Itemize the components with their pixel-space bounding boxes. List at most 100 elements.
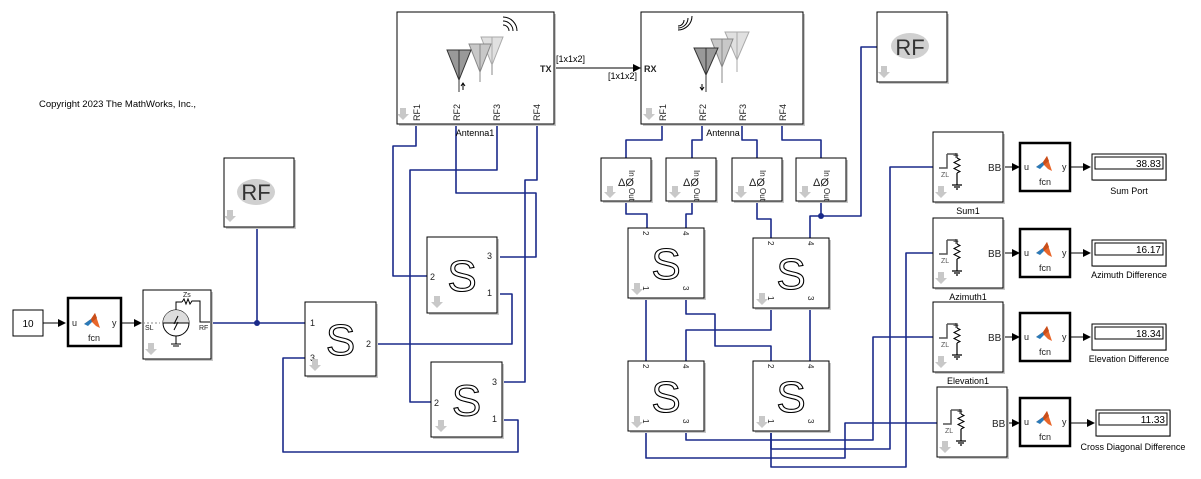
svg-text:fcn: fcn xyxy=(1039,432,1051,442)
svg-text:1: 1 xyxy=(487,288,492,298)
svg-text:Out: Out xyxy=(822,188,831,202)
antenna-array-icon xyxy=(677,15,750,92)
svg-text:ZL: ZL xyxy=(945,428,953,435)
rf-config-block[interactable]: RF xyxy=(876,11,949,84)
matlab-fcn-block[interactable]: u y fcn xyxy=(1018,396,1072,448)
svg-text:u: u xyxy=(1024,332,1029,342)
svg-text:Zs: Zs xyxy=(183,292,191,299)
svg-text:4: 4 xyxy=(806,241,815,246)
svg-text:fcn: fcn xyxy=(1039,177,1051,187)
svg-text:Out: Out xyxy=(627,188,636,202)
display-block[interactable]: 18.34 xyxy=(1091,323,1167,351)
display-value: 11.33 xyxy=(1141,415,1166,426)
svg-text:S: S xyxy=(651,240,680,289)
svg-text:fcn: fcn xyxy=(1039,347,1051,357)
display-block[interactable]: 11.33 xyxy=(1095,409,1171,437)
svg-text:y: y xyxy=(1062,332,1067,342)
antenna-array-icon xyxy=(446,16,518,92)
svg-text:S: S xyxy=(651,373,680,422)
receiver-name: Azimuth1 xyxy=(949,292,987,302)
svg-text:3: 3 xyxy=(487,251,492,261)
svg-text:BB: BB xyxy=(988,333,1002,344)
rf-wire-ps1 xyxy=(625,201,648,228)
rf-wire-ant1rf4 xyxy=(504,124,538,383)
display-value: 38.83 xyxy=(1136,159,1161,170)
svg-text:1: 1 xyxy=(766,296,775,301)
svg-text:RF4: RF4 xyxy=(532,104,542,121)
receiver-name: Sum1 xyxy=(956,206,980,216)
svg-text:fcn: fcn xyxy=(88,333,100,343)
svg-text:RX: RX xyxy=(644,64,657,74)
rf-wire-sb1-sc4 xyxy=(685,306,772,361)
svg-text:ZL: ZL xyxy=(941,258,949,265)
svg-text:BB: BB xyxy=(992,419,1006,430)
rf-signal-source-block[interactable]: Zs SL RF xyxy=(142,289,213,361)
svg-text:In: In xyxy=(627,170,636,177)
rf-receiver-block[interactable]: ZL BB xyxy=(932,301,1005,374)
tx-dim-label: [1x1x2] xyxy=(556,54,585,64)
rf-wire-rxrf2 xyxy=(691,124,703,158)
svg-text:y: y xyxy=(112,318,117,328)
svg-text:4: 4 xyxy=(806,364,815,369)
svg-text:ZL: ZL xyxy=(941,172,949,179)
svg-text:RF1: RF1 xyxy=(658,104,668,121)
tx-antenna-block[interactable]: TX RF1 RF2 RF3 RF4 Antenna1 xyxy=(396,11,556,138)
rf-config-block[interactable]: RF xyxy=(223,157,296,229)
constant-block[interactable]: 10 xyxy=(12,309,44,337)
svg-text:y: y xyxy=(1062,248,1067,258)
svg-text:y: y xyxy=(1062,417,1067,427)
svg-text:ZL: ZL xyxy=(941,342,949,349)
svg-text:3: 3 xyxy=(492,377,497,387)
svg-text:RF3: RF3 xyxy=(492,104,502,121)
rf-receiver-block[interactable]: ZL BB xyxy=(936,386,1009,459)
rx-antenna-block[interactable]: RX RF1 RF2 RF3 RF4 Antenna xyxy=(640,11,805,138)
svg-text:S: S xyxy=(776,250,805,299)
svg-text:In: In xyxy=(758,170,767,177)
rf-wire-rfconfig2 xyxy=(821,46,877,217)
svg-text:Out: Out xyxy=(692,188,701,202)
svg-text:3: 3 xyxy=(806,419,815,424)
matlab-fcn-block[interactable]: u y fcn xyxy=(1018,311,1072,363)
receiver-name: Elevation1 xyxy=(947,376,989,386)
display-name: Cross Diagonal Difference xyxy=(1081,442,1186,452)
display-block[interactable]: 16.17 xyxy=(1091,239,1167,267)
svg-text:4: 4 xyxy=(681,364,690,369)
rf-wire-sd1-az xyxy=(770,252,933,468)
svg-text:y: y xyxy=(1062,162,1067,172)
rf-wire-s1p2-s2p1 xyxy=(376,293,513,345)
svg-text:1: 1 xyxy=(641,419,650,424)
rf-wire-ant1rf1 xyxy=(392,124,427,277)
constant-value: 10 xyxy=(22,319,34,330)
svg-text:1: 1 xyxy=(492,414,497,424)
svg-text:Out: Out xyxy=(758,188,767,202)
svg-text:1: 1 xyxy=(766,419,775,424)
rf-wire-rxrf3 xyxy=(741,124,758,158)
svg-text:u: u xyxy=(1024,417,1029,427)
rf-wire-ant1rf3 xyxy=(409,124,498,403)
matlab-fcn-block[interactable]: u y fcn xyxy=(66,296,123,348)
svg-text:4: 4 xyxy=(681,231,690,236)
svg-text:ΔØ: ΔØ xyxy=(813,177,829,189)
svg-text:SL: SL xyxy=(145,325,154,332)
rf-wire-ps4 xyxy=(809,201,822,238)
svg-text:In: In xyxy=(692,170,701,177)
display-block[interactable]: 38.83 xyxy=(1091,153,1167,181)
